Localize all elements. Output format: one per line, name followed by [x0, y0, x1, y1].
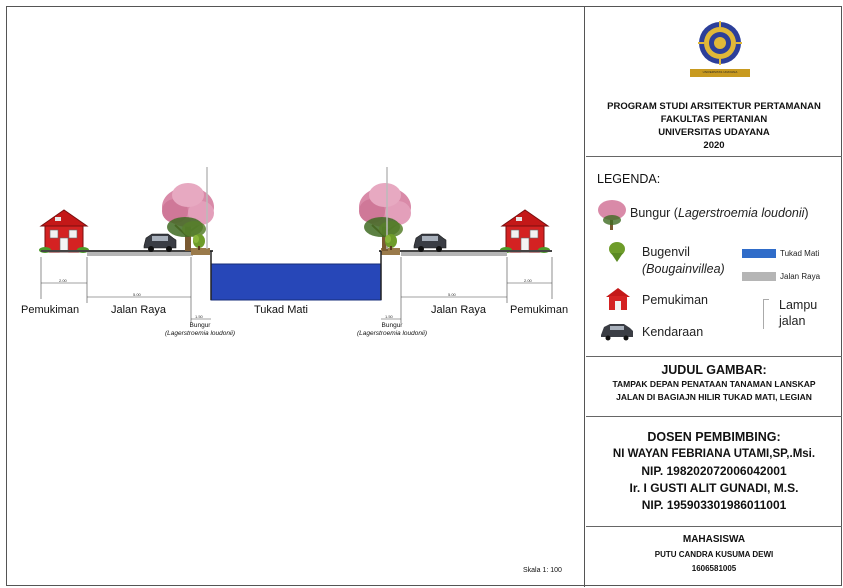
- label-bungur-right-name: Bungur: [381, 322, 403, 329]
- dim-planter-right: 1.50: [385, 314, 393, 319]
- label-bungur-left-latin: (Lagerstroemia loudonii): [164, 330, 236, 337]
- dim-planter-left: 1.50: [195, 314, 203, 319]
- legend-jalan-raya-swatch: [742, 272, 776, 281]
- label-bungur-right: Bungur (Lagerstroemia loudonii): [327, 322, 457, 338]
- label-tukad-mati: Tukad Mati: [254, 304, 309, 316]
- label-jalan-raya-right: Jalan Raya: [431, 304, 487, 316]
- legend-kendaraan-label: Kendaraan: [642, 325, 704, 339]
- judul-section: JUDUL GAMBAR: TAMPAK DEPAN PENATAAN TANA…: [586, 357, 842, 417]
- label-jalan-raya-left: Jalan Raya: [111, 304, 167, 316]
- dim-settlement-right: 2.00: [524, 278, 532, 283]
- dosen-name-2: Ir. I GUSTI ALIT GUNADI, M.S.: [629, 481, 799, 495]
- legend-bugenvil-icon: [609, 242, 625, 262]
- house-left: [38, 209, 90, 254]
- legend-kendaraan-icon: [601, 324, 633, 341]
- mahasiswa-nim: 1606581005: [691, 564, 737, 573]
- legend-tukad-mati-label: Tukad Mati: [780, 249, 820, 258]
- bungur-tree-right: [358, 182, 412, 252]
- university-logo-icon: [690, 21, 750, 77]
- institution-section: UNIVERSITAS UDAYANA PROGRAM STUDI ARSITE…: [586, 7, 842, 157]
- logo-caption: UNIVERSITAS UDAYANA: [702, 70, 738, 74]
- legend-pemukiman-label: Pemukiman: [642, 293, 708, 307]
- university-name: UNIVERSITAS UDAYANA: [658, 127, 770, 138]
- dosen-nip-1: NIP. 198202072006042001: [641, 464, 787, 478]
- dim-road-left: 5.00: [133, 292, 141, 297]
- dim-settlement-left: 2.00: [59, 278, 67, 283]
- house-right: [499, 209, 551, 254]
- legend-lampu-icon: [763, 299, 764, 329]
- legend-bungur-icon: [598, 200, 626, 230]
- car-right: [413, 233, 447, 253]
- legend-bugenvil-name: Bugenvil: [642, 245, 690, 259]
- dimension-lines: [40, 257, 553, 323]
- legend-bungur-name: Bungur (: [630, 206, 678, 220]
- car-left: [143, 233, 177, 253]
- institution-text: PROGRAM STUDI ARSITEKTUR PERTAMANAN FAKU…: [586, 100, 842, 152]
- year: 2020: [703, 140, 725, 151]
- label-pemukiman-right: Pemukiman: [510, 304, 569, 316]
- section-svg: [38, 167, 553, 323]
- title-block: UNIVERSITAS UDAYANA PROGRAM STUDI ARSITE…: [586, 7, 842, 587]
- legend-lampu-line1: Lampu: [779, 298, 818, 312]
- legend-bugenvil-latin: (Bougainvillea): [642, 262, 725, 276]
- legend-pemukiman-icon: [606, 288, 630, 310]
- planter-right: [381, 248, 400, 255]
- river-tukad-mati: [210, 263, 382, 301]
- dosen-name-1: NI WAYAN FEBRIANA UTAMI,SP,.Msi.: [612, 448, 816, 460]
- label-bungur-right-latin: (Lagerstroemia loudonii): [356, 330, 428, 337]
- judul-heading: JUDUL GAMBAR:: [661, 363, 767, 377]
- legend-heading: LEGENDA:: [597, 172, 661, 186]
- mahasiswa-section: MAHASISWA PUTU CANDRA KUSUMA DEWI 160658…: [586, 527, 842, 587]
- mahasiswa-name: PUTU CANDRA KUSUMA DEWI: [654, 550, 774, 559]
- legend-lampu-arm: [763, 299, 769, 300]
- scale-label: Skala 1: 100: [523, 567, 562, 574]
- label-bungur-left: Bungur (Lagerstroemia loudonii): [135, 322, 265, 338]
- drawing-sheet-frame: 2.00 5.00 1.50 1.50 5.00 2.00 Pemukiman …: [6, 6, 842, 587]
- legend-bungur-latin: Lagerstroemia loudonii: [677, 206, 805, 220]
- legend-tukad-mati-swatch: [742, 249, 776, 258]
- legend-lampu-line2: jalan: [779, 314, 806, 328]
- dosen-nip-2: NIP. 195903301986011001: [641, 498, 787, 512]
- legend-bungur-close: ): [804, 206, 809, 220]
- planter-left: [191, 248, 210, 255]
- dim-road-right: 5.00: [448, 292, 456, 297]
- bugenvil-left: [193, 234, 205, 250]
- label-pemukiman-left: Pemukiman: [21, 304, 80, 316]
- dosen-section: DOSEN PEMBIMBING: NI WAYAN FEBRIANA UTAM…: [586, 417, 842, 527]
- judul-line2: JALAN DI BAGIAJN HILIR TUKAD MATI, LEGIA…: [616, 392, 812, 402]
- faculty-name: FAKULTAS PERTANIAN: [660, 114, 768, 125]
- legend-bungur-label: Bungur (Lagerstroemia loudonii): [630, 206, 809, 220]
- dosen-heading: DOSEN PEMBIMBING:: [647, 430, 781, 444]
- label-bungur-left-name: Bungur: [189, 322, 211, 329]
- program-name: PROGRAM STUDI ARSITEKTUR PERTAMANAN: [607, 101, 821, 112]
- legend-section: LEGENDA: Bungur (Lagerstroemia loudonii)…: [586, 157, 842, 357]
- section-drawing: 2.00 5.00 1.50 1.50 5.00 2.00 Pemukiman …: [7, 7, 585, 587]
- judul-line1: TAMPAK DEPAN PENATAAN TANAMAN LANSKAP: [612, 379, 816, 389]
- mahasiswa-heading: MAHASISWA: [682, 534, 746, 545]
- legend-jalan-raya-label: Jalan Raya: [780, 272, 821, 281]
